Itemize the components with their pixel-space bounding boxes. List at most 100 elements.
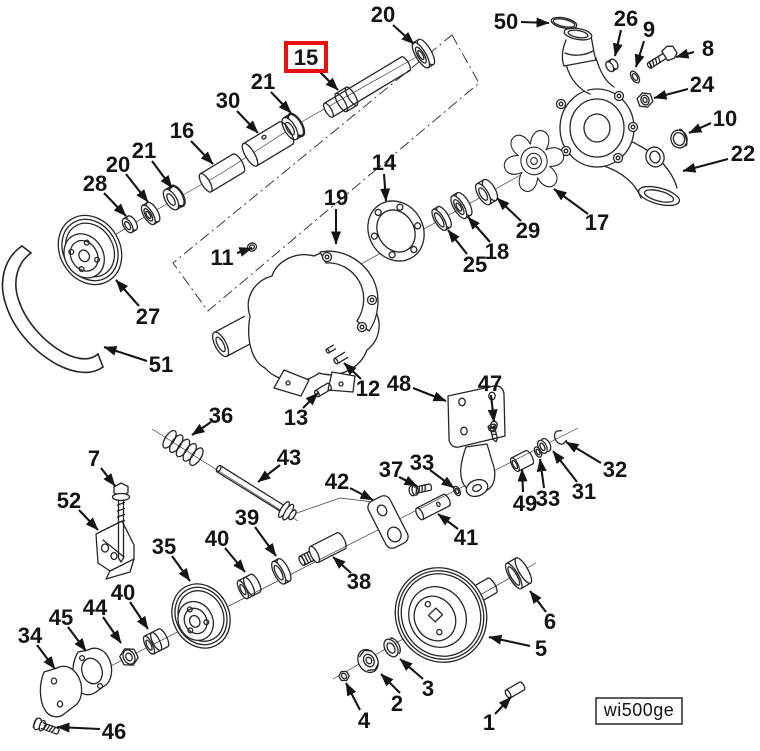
callout-number: 2: [391, 691, 403, 716]
callout-44[interactable]: 44: [83, 595, 122, 644]
callout-37[interactable]: 37: [379, 457, 418, 487]
callout-16[interactable]: 16: [170, 118, 214, 165]
callout-30[interactable]: 30: [216, 88, 259, 134]
callout-leader-arrow: [675, 48, 695, 59]
callout-39[interactable]: 39: [235, 505, 277, 557]
part-washer-33-rear: [533, 446, 543, 458]
callout-15[interactable]: 15: [284, 41, 339, 91]
callout-49[interactable]: 49: [513, 468, 537, 516]
callout-12[interactable]: 12: [343, 362, 380, 401]
callout-25[interactable]: 25: [447, 229, 487, 277]
callout-number: 3: [422, 676, 434, 701]
callout-13[interactable]: 13: [284, 392, 319, 430]
callout-41[interactable]: 41: [437, 513, 478, 550]
callout-leader-arrow: [682, 157, 729, 173]
callout-20[interactable]: 20: [371, 2, 415, 45]
part-cap-6: [504, 557, 533, 590]
callout-10[interactable]: 10: [688, 106, 737, 134]
part-link-42: [367, 495, 409, 549]
callout-leader-arrow: [467, 216, 491, 243]
callout-number: 49: [513, 491, 537, 516]
callout-21[interactable]: 21: [132, 138, 173, 189]
callout-number: 12: [356, 376, 380, 401]
callout-46[interactable]: 46: [56, 719, 126, 744]
callout-leader-arrow: [317, 69, 339, 91]
callout-19[interactable]: 19: [324, 185, 348, 245]
callout-number: 42: [325, 469, 349, 494]
callout-42[interactable]: 42: [325, 469, 374, 501]
callout-35[interactable]: 35: [152, 534, 191, 582]
part-spacer-16: [198, 153, 246, 193]
callout-40[interactable]: 40: [111, 580, 149, 630]
callout-51[interactable]: 51: [103, 346, 173, 377]
callout-33[interactable]: 33: [536, 458, 560, 511]
callout-8[interactable]: 8: [675, 36, 714, 61]
callout-number: 22: [731, 141, 755, 166]
part-bearing-20-lower: [140, 201, 161, 226]
callout-5[interactable]: 5: [488, 634, 547, 661]
part-pulley-27: [57, 214, 123, 286]
callout-47[interactable]: 47: [478, 371, 502, 423]
callout-40[interactable]: 40: [205, 526, 246, 573]
callout-36[interactable]: 36: [191, 403, 233, 436]
callout-leader-arrow: [380, 173, 391, 202]
callout-38[interactable]: 38: [332, 556, 371, 594]
callout-leader-arrow: [302, 392, 319, 409]
callout-21[interactable]: 21: [251, 69, 292, 114]
callout-45[interactable]: 45: [49, 605, 87, 652]
callout-48[interactable]: 48: [387, 371, 447, 402]
callout-20[interactable]: 20: [106, 152, 149, 203]
callout-11[interactable]: 11: [210, 245, 253, 270]
callout-14[interactable]: 14: [372, 150, 397, 202]
callout-9[interactable]: 9: [634, 17, 655, 68]
callout-leader-arrow: [437, 513, 459, 530]
callout-leader-arrow: [612, 29, 623, 57]
part-pump-body-19: [211, 250, 380, 397]
callout-26[interactable]: 26: [612, 6, 638, 57]
callout-leader-arrow: [270, 91, 292, 114]
drawing-code-label: wi500ge: [603, 700, 675, 720]
callout-number: 13: [284, 405, 308, 430]
callout-number: 7: [88, 446, 100, 471]
callout-leader-arrow: [447, 229, 468, 255]
callout-50[interactable]: 50: [494, 9, 550, 34]
callout-number: 51: [149, 352, 173, 377]
part-washer-9: [629, 70, 641, 84]
callout-3[interactable]: 3: [399, 658, 434, 701]
callout-leader-arrow: [224, 547, 246, 573]
callout-leader-arrow: [151, 160, 173, 189]
callout-29[interactable]: 29: [496, 197, 540, 243]
part-nut-24: [636, 92, 654, 108]
callout-17[interactable]: 17: [553, 188, 609, 235]
callout-number: 6: [544, 609, 556, 634]
callout-27[interactable]: 27: [115, 279, 160, 329]
callout-number: 37: [379, 457, 403, 482]
part-drum-pulley-5: [394, 567, 498, 663]
callout-number: 50: [494, 9, 518, 34]
part-bracket-48: [447, 385, 506, 498]
callout-6[interactable]: 6: [529, 590, 556, 634]
callout-18[interactable]: 18: [467, 216, 509, 264]
callout-33[interactable]: 33: [410, 450, 455, 489]
callout-4[interactable]: 4: [345, 682, 371, 733]
callout-number: 1: [483, 710, 495, 735]
callout-43[interactable]: 43: [257, 445, 301, 483]
callout-number: 21: [251, 69, 275, 94]
callout-number: 48: [387, 371, 411, 396]
callout-22[interactable]: 22: [682, 141, 755, 173]
callout-1[interactable]: 1: [483, 696, 512, 735]
callout-28[interactable]: 28: [83, 171, 127, 217]
callout-52[interactable]: 52: [57, 488, 99, 531]
callout-number: 24: [690, 72, 715, 97]
callout-24[interactable]: 24: [653, 72, 715, 100]
callout-leader-arrow: [343, 362, 362, 380]
callout-number: 52: [57, 488, 81, 513]
callout-2[interactable]: 2: [380, 673, 403, 716]
drawing-code-border: [595, 697, 683, 725]
callout-34[interactable]: 34: [18, 623, 56, 670]
callout-32[interactable]: 32: [565, 441, 627, 482]
callout-leader-arrow: [125, 173, 149, 203]
callout-31[interactable]: 31: [552, 450, 596, 504]
part-bracket-52: [95, 520, 135, 580]
callout-7[interactable]: 7: [88, 446, 116, 487]
